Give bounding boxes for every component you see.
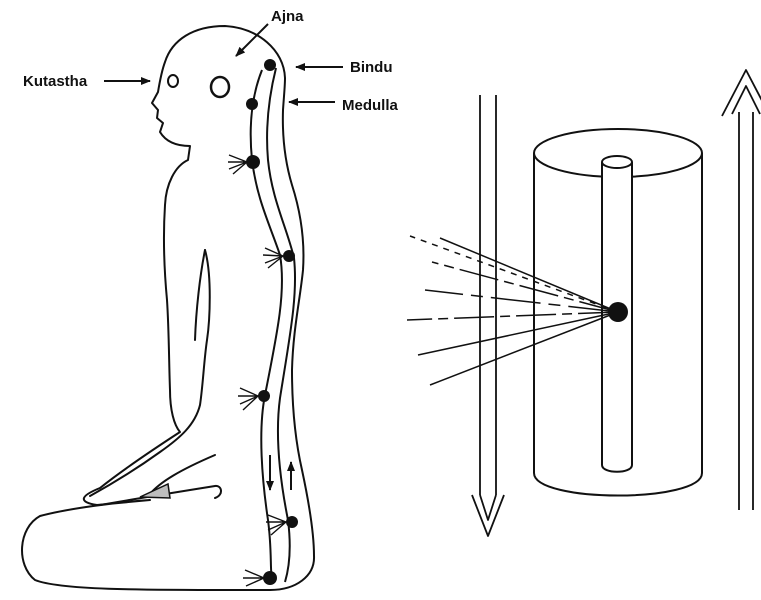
nerve-fibers — [228, 155, 286, 586]
spinal-channel — [251, 68, 295, 582]
chakra-dot-lumbar — [258, 390, 270, 402]
chakra-dot-cervical — [246, 155, 260, 169]
descending-current-arrow — [472, 95, 504, 536]
ascending-current-arrow — [722, 70, 761, 510]
annotations: Ajna Kutastha Bindu Medulla — [23, 8, 398, 114]
chakra-dot-medulla — [246, 98, 258, 110]
chakra-dot-bindu — [264, 59, 276, 71]
light-rays — [407, 236, 618, 385]
hand-shading — [140, 484, 170, 498]
label-medulla: Medulla — [342, 97, 398, 114]
label-kutastha: Kutastha — [23, 73, 88, 90]
forearm-outline — [195, 250, 205, 340]
body-outline — [22, 26, 314, 590]
chakra-dot-sacral — [286, 516, 298, 528]
label-ajna: Ajna — [271, 8, 304, 25]
chakra-dot-dorsal — [283, 250, 295, 262]
arm-outline — [90, 250, 210, 496]
label-bindu: Bindu — [350, 59, 393, 76]
seated-figure — [22, 26, 314, 590]
cylinder-chakra-dot — [608, 302, 628, 322]
kutastha-eye — [168, 75, 178, 87]
chakra-dot-coccygeal — [263, 571, 277, 585]
chakra-dots — [246, 59, 298, 585]
ajna-circle — [211, 77, 229, 97]
